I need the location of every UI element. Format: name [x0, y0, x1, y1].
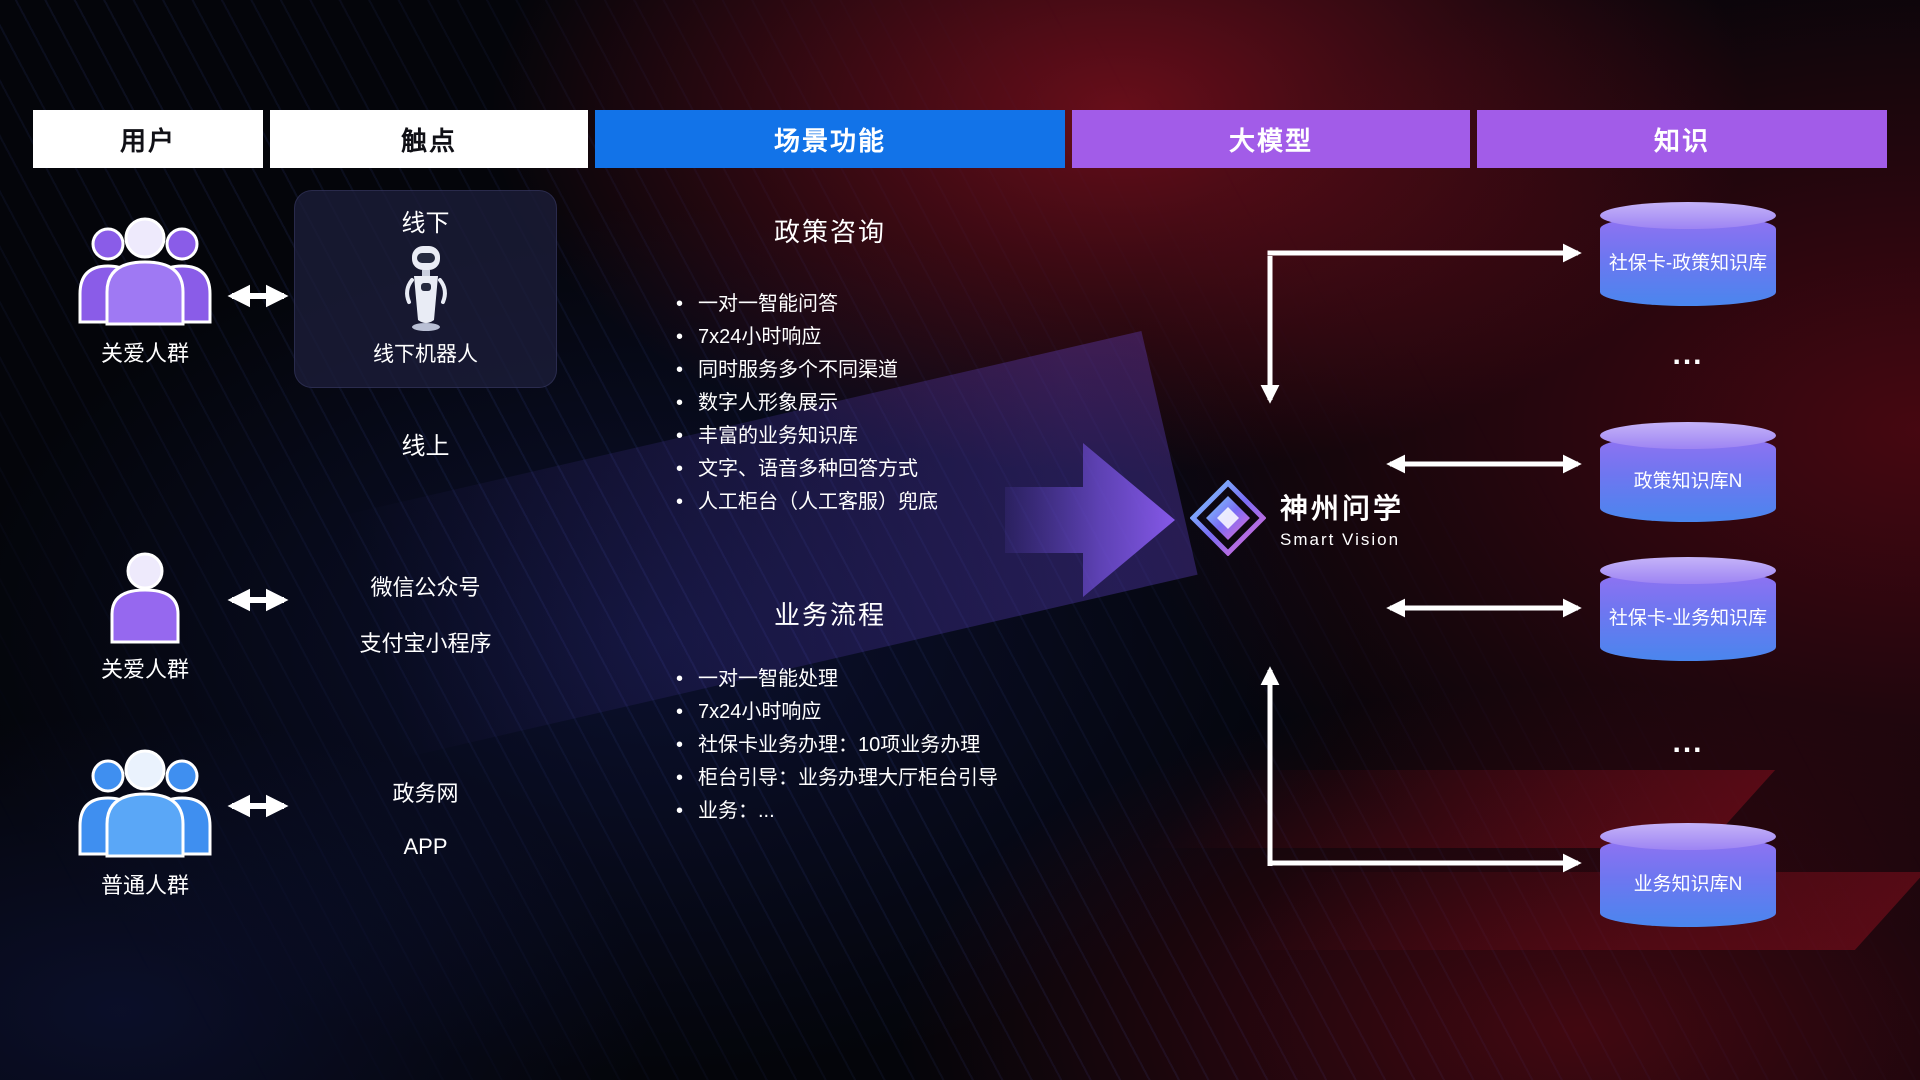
database-cylinder-policy-sscard: 社保卡-政策知识库 — [1600, 202, 1776, 306]
channel-wechat: 微信公众号 — [370, 575, 481, 600]
scene-bullets-policy: 一对一智能问答 7x24小时响应 同时服务多个不同渠道 数字人形象展示 丰富的业… — [676, 288, 938, 519]
scene-bullet: 人工柜台（人工客服）兜底 — [676, 486, 938, 519]
user-group-care-1: 关爱人群 — [70, 210, 220, 368]
column-header-touchpoint: 触点 — [270, 110, 588, 168]
scene-bullet: 柜台引导：业务办理大厅柜台引导 — [676, 762, 998, 795]
user-group-ordinary: 普通人群 — [70, 742, 220, 900]
cylinder-top — [1600, 202, 1776, 229]
channel-alipay: 支付宝小程序 — [359, 631, 492, 656]
model-logo-block: 神州问学 Smart Vision — [1190, 480, 1404, 556]
user-label: 关爱人群 — [100, 341, 189, 366]
online-label: 线上 — [401, 433, 450, 460]
column-header-scene: 场景功能 — [595, 110, 1065, 168]
scene-bullet: 一对一智能问答 — [676, 288, 938, 321]
channel-app: APP — [403, 834, 448, 859]
scene-bullets-business: 一对一智能处理 7x24小时响应 社保卡业务办理：10项业务办理 柜台引导：业务… — [676, 663, 998, 828]
person-purple-icon — [110, 552, 180, 644]
model-subtitle: Smart Vision — [1280, 529, 1401, 549]
scene-bullet: 丰富的业务知识库 — [676, 420, 938, 453]
cylinder-body — [1600, 215, 1776, 306]
database-label: 业务知识库N — [1633, 874, 1743, 896]
user-label: 普通人群 — [100, 873, 189, 898]
user-label: 关爱人群 — [100, 657, 189, 682]
logo-diamond-icon — [1190, 480, 1266, 556]
scene-bullet: 社保卡业务办理：10项业务办理 — [676, 729, 998, 762]
ellipsis-1: ... — [1672, 338, 1704, 371]
group-users-blue-icon — [78, 749, 212, 858]
scene-bullet: 同时服务多个不同渠道 — [676, 354, 938, 387]
column-header-user: 用户 — [33, 110, 263, 168]
column-header-knowledge: 知识 — [1477, 110, 1887, 168]
scene-bullet: 文字、语音多种回答方式 — [676, 453, 938, 486]
cylinder-body — [1600, 570, 1776, 661]
model-name: 神州问学 — [1280, 492, 1405, 524]
scene-title-policy: 政策咨询 — [773, 217, 886, 247]
database-cylinder-policy-n: 政策知识库N — [1600, 422, 1776, 522]
scene-bullet: 一对一智能处理 — [676, 663, 998, 696]
cylinder-top — [1600, 557, 1776, 584]
scene-bullet: 业务：... — [676, 795, 998, 828]
cylinder-body — [1600, 836, 1776, 927]
offline-touchpoint-card: 线下 线下机器人 — [294, 190, 557, 388]
database-cylinder-business-sscard: 社保卡-业务知识库 — [1600, 557, 1776, 661]
cylinder-top — [1600, 823, 1776, 850]
column-header-model: 大模型 — [1072, 110, 1470, 168]
flow-arrow-icon — [1005, 443, 1175, 597]
offline-device-label: 线下机器人 — [373, 343, 478, 366]
user-group-care-2: 关爱人群 — [70, 548, 220, 684]
scene-bullet: 7x24小时响应 — [676, 696, 998, 729]
scene-bullet: 数字人形象展示 — [676, 387, 938, 420]
scene-bullet: 7x24小时响应 — [676, 321, 938, 354]
database-label: 社保卡-政策知识库 — [1608, 253, 1768, 275]
offline-title: 线下 — [401, 210, 450, 237]
group-users-purple-icon — [78, 217, 212, 326]
cylinder-top — [1600, 422, 1776, 449]
channel-government-web: 政务网 — [392, 781, 459, 806]
background-chevron-2 — [1214, 872, 1920, 950]
database-label: 政策知识库N — [1633, 471, 1743, 493]
robot-icon — [404, 246, 447, 331]
scene-title-business: 业务流程 — [773, 600, 886, 630]
database-label: 社保卡-业务知识库 — [1608, 608, 1768, 630]
database-cylinder-business-n: 业务知识库N — [1600, 823, 1776, 927]
ellipsis-2: ... — [1672, 726, 1704, 759]
cylinder-body — [1600, 435, 1776, 522]
